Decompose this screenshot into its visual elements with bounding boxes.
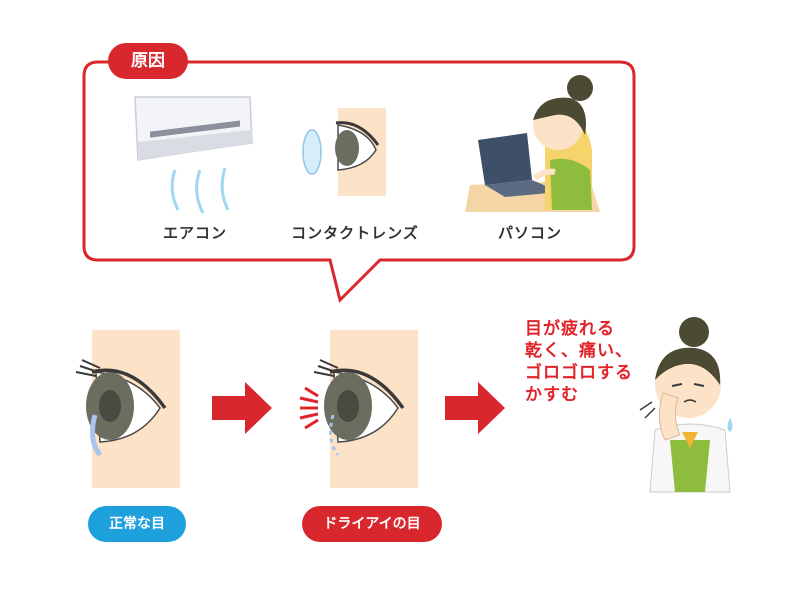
woman-rubbing-eyes-icon xyxy=(639,317,733,493)
normal-eye-label: 正常な目 xyxy=(88,506,186,542)
woman-using-laptop-icon xyxy=(465,75,600,212)
symptom-line: かすむ xyxy=(525,385,579,405)
cause-badge: 原因 xyxy=(108,43,188,79)
dry-eye-icon xyxy=(299,330,418,488)
symptom-line: ゴロゴロする xyxy=(525,363,633,383)
air-conditioner-icon xyxy=(134,96,253,214)
symptoms-text: 目が疲れる 乾く、痛い、 ゴロゴロする かすむ xyxy=(525,318,633,406)
symptom-line: 乾く、痛い、 xyxy=(525,341,633,361)
normal-eye-icon xyxy=(75,330,180,488)
arrow-right-icon xyxy=(212,382,272,434)
dry-eye-label: ドライアイの目 xyxy=(302,506,442,542)
cause-label-computer: パソコン xyxy=(497,224,562,242)
arrow-right-icon xyxy=(445,382,505,434)
contact-lens-eye-icon xyxy=(302,108,386,196)
symptom-line: 目が疲れる xyxy=(525,319,615,339)
cause-label-air-conditioner: エアコン xyxy=(162,224,227,242)
cause-label-contact-lens: コンタクトレンズ xyxy=(291,224,419,242)
